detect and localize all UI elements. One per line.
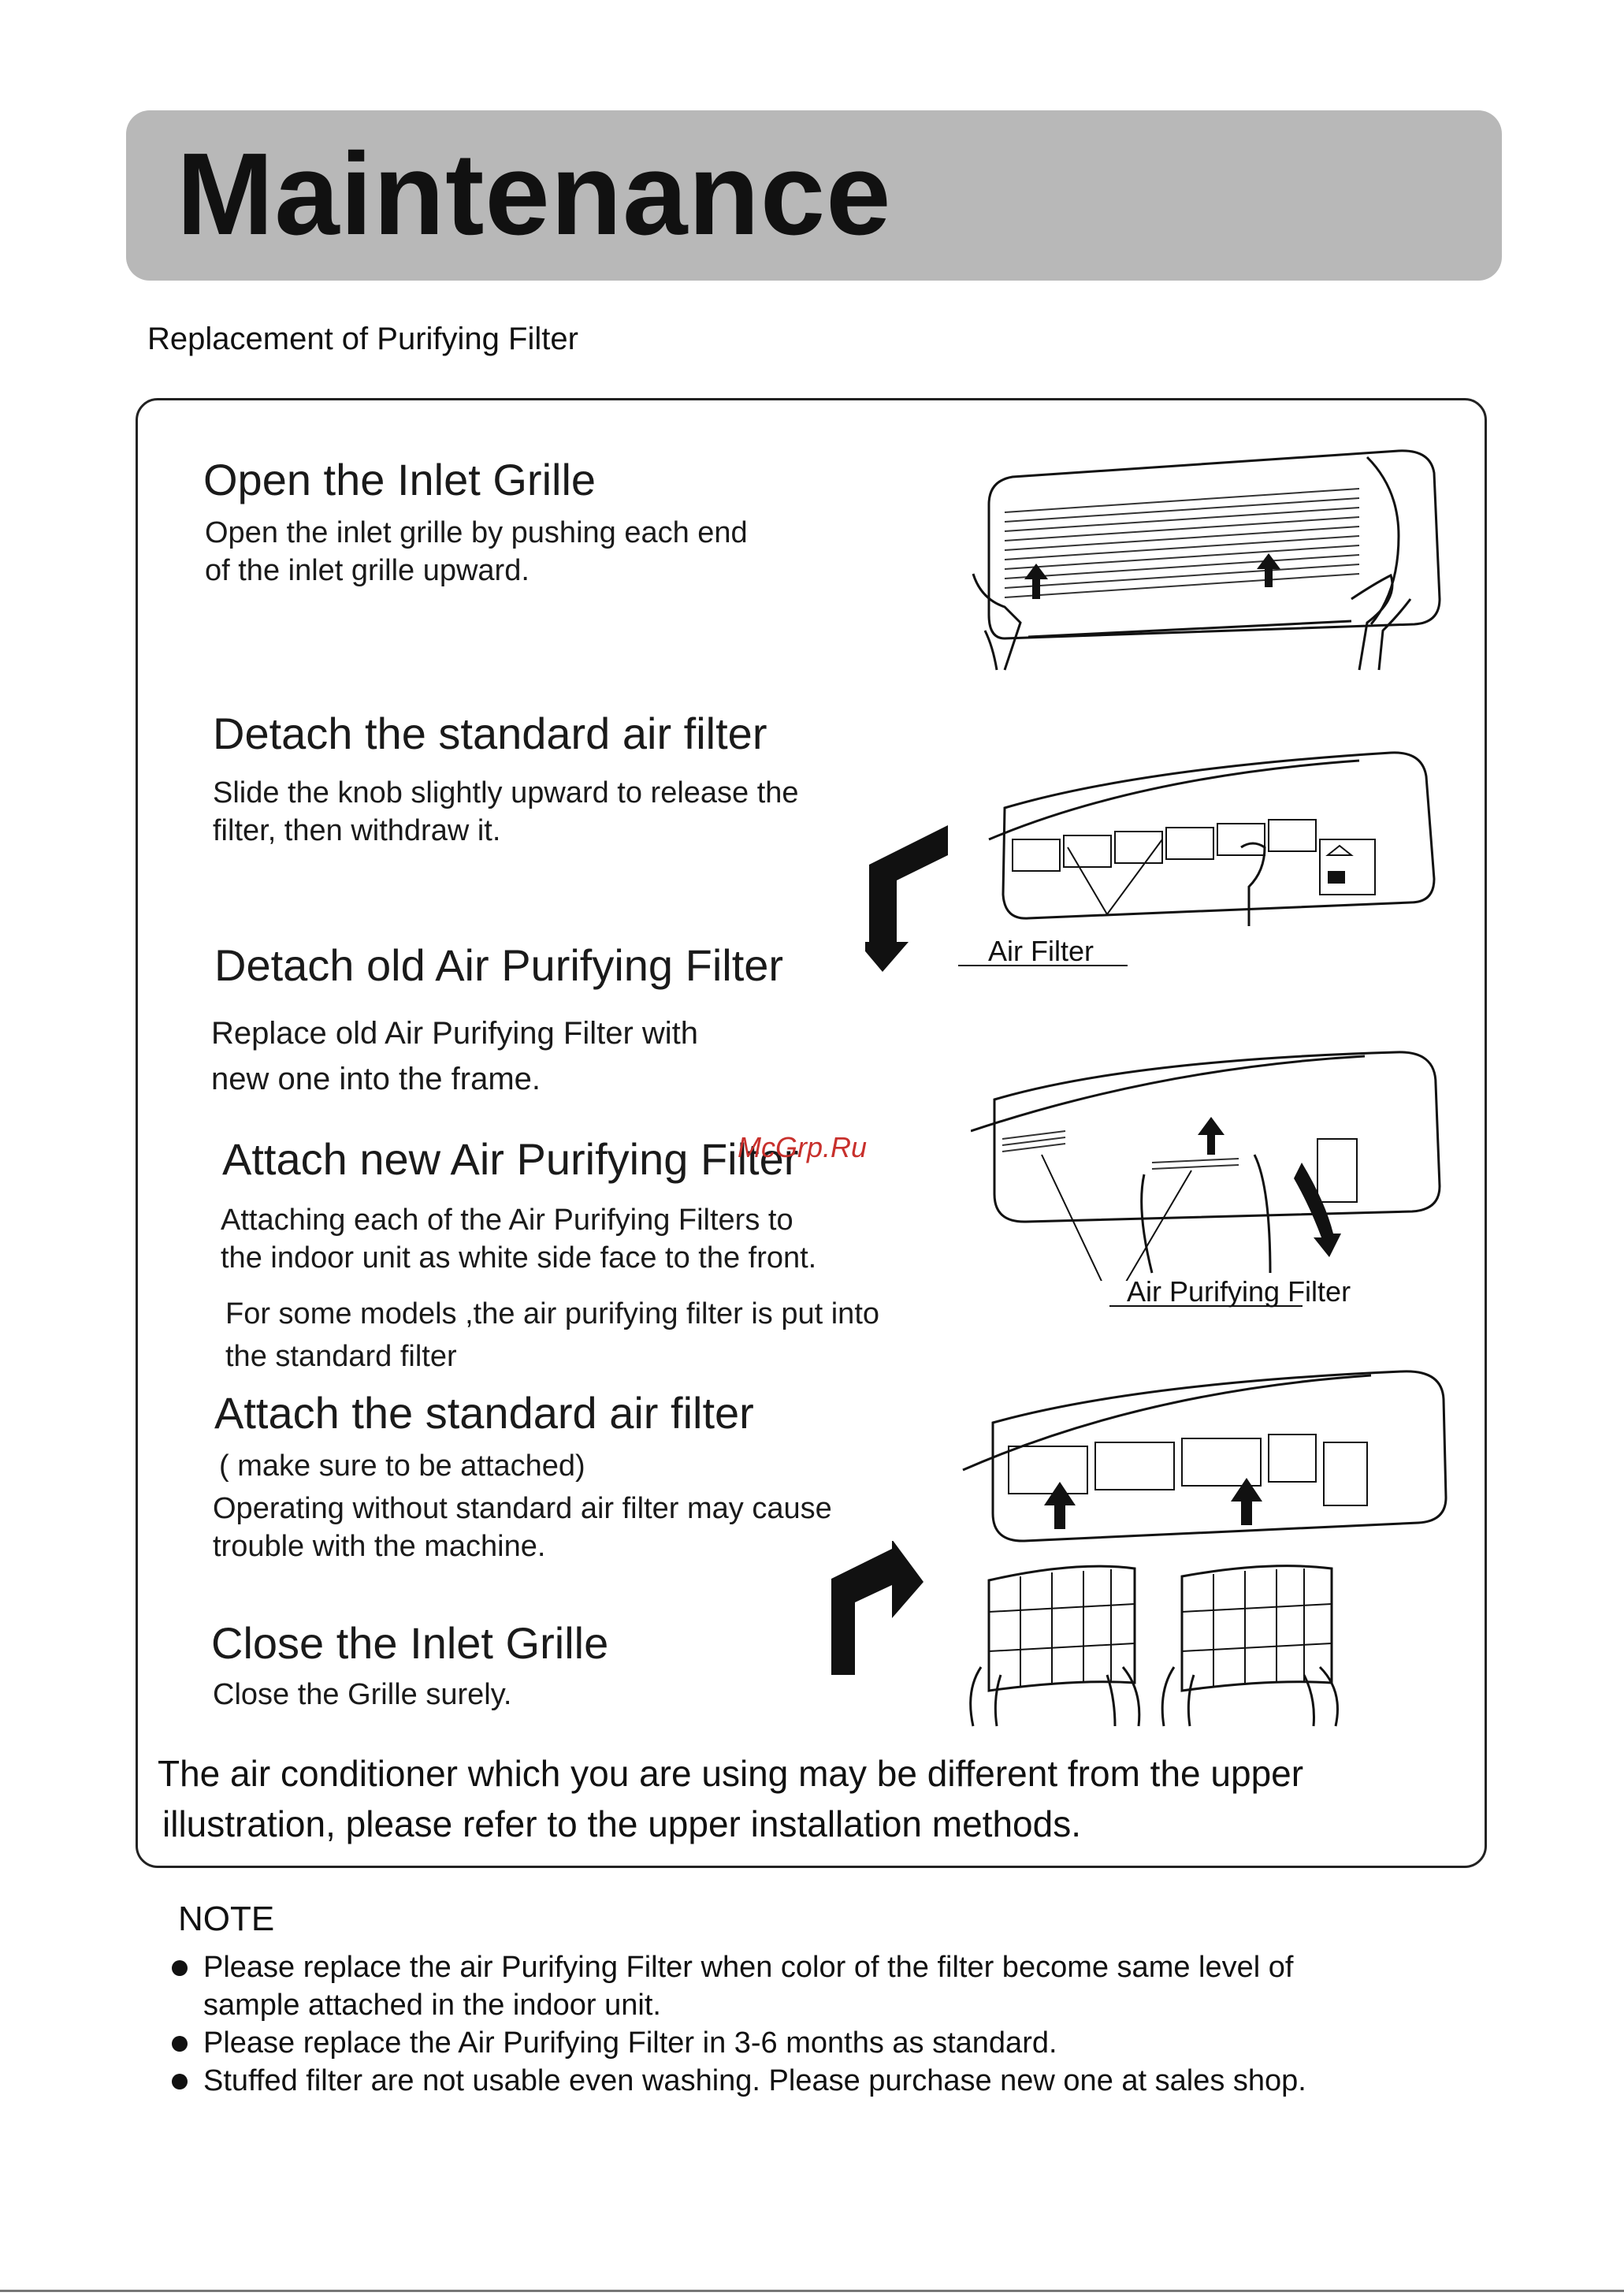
watermark-text: McGrp.Ru (738, 1131, 868, 1163)
note-item-3-line-1: Stuffed filter are not usable even washi… (203, 2064, 1306, 2097)
disclaimer-line-2: illustration, please refer to the upper … (162, 1803, 1081, 1844)
step-5-line-3: trouble with the machine. (213, 1530, 546, 1563)
steps-frame (136, 398, 1487, 1868)
step-1-body: Open the inlet grille by pushing each en… (205, 514, 748, 590)
arrow-down-icon (865, 824, 952, 973)
note-item: Please replace the Air Purifying Filter … (170, 2024, 1510, 2062)
step-1-line-2: of the inlet grille upward. (205, 554, 530, 587)
step-5-line-1: ( make sure to be attached) (219, 1449, 585, 1483)
note-item: Please replace the air Purifying Filter … (170, 1948, 1510, 2024)
note-item-2-line-1: Please replace the Air Purifying Filter … (203, 2026, 1057, 2060)
step-6-line-1: Close the Grille surely. (213, 1678, 512, 1711)
figure-attach-purifying-filter (971, 1044, 1444, 1281)
figure-filter-frames (957, 1565, 1446, 1730)
note-item-1-line-1: Please replace the air Purifying Filter … (203, 1951, 1294, 1984)
arrow-up-down-icon (827, 1541, 926, 1679)
step-5-title: Attach the standard air filter (214, 1388, 754, 1438)
note-item-1-line-2: sample attached in the indoor unit. (203, 1989, 661, 2022)
figure-detach-filter (981, 745, 1438, 934)
disclaimer: The air conditioner which you are using … (158, 1748, 1303, 1849)
air-purifying-filter-label: Air Purifying Filter (1127, 1275, 1351, 1308)
figure-attach-standard-filter (961, 1364, 1450, 1545)
note-item: Stuffed filter are not usable even washi… (170, 2062, 1510, 2100)
step-4-extra: For some models ,the air purifying filte… (225, 1293, 879, 1378)
step-4-line-1: Attaching each of the Air Purifying Filt… (221, 1204, 793, 1237)
step-3-line-2: new one into the frame. (211, 1062, 541, 1096)
step-6-title: Close the Inlet Grille (211, 1618, 609, 1668)
step-2-title: Detach the standard air filter (213, 709, 767, 758)
note-heading: NOTE (178, 1900, 275, 1938)
step-2-body: Slide the knob slightly upward to releas… (213, 774, 799, 850)
step-3-line-1: Replace old Air Purifying Filter with (211, 1016, 699, 1051)
purifying-filter-callout-line (1109, 1305, 1303, 1307)
step-3-body: Replace old Air Purifying Filter with ne… (211, 1010, 698, 1102)
step-5-body: Operating without standard air filter ma… (213, 1490, 832, 1565)
header-bar: Maintenance (126, 110, 1502, 281)
disclaimer-line-1: The air conditioner which you are using … (158, 1753, 1304, 1794)
step-1-title: Open the Inlet Grille (203, 455, 596, 504)
step-2-line-1: Slide the knob slightly upward to releas… (213, 776, 799, 809)
section-title: Replacement of Purifying Filter (147, 322, 578, 356)
bottom-rule (0, 2290, 1624, 2292)
step-3-title: Detach old Air Purifying Filter (214, 940, 784, 990)
step-4-extra-line-1: For some models ,the air purifying filte… (225, 1297, 880, 1330)
figure-open-grille (957, 441, 1446, 678)
step-5-line-2: Operating without standard air filter ma… (213, 1492, 832, 1525)
air-filter-callout-line (958, 965, 1128, 966)
note-list: Please replace the air Purifying Filter … (170, 1948, 1510, 2100)
step-1-line-1: Open the inlet grille by pushing each en… (205, 516, 748, 549)
step-4-body: Attaching each of the Air Purifying Filt… (221, 1201, 816, 1277)
step-2-line-2: filter, then withdraw it. (213, 814, 501, 847)
page-title: Maintenance (177, 129, 892, 259)
step-4-line-2: the indoor unit as white side face to th… (221, 1241, 817, 1275)
step-4-title: Attach new Air Purifying Filter (222, 1134, 799, 1184)
step-4-extra-line-2: the standard filter (225, 1340, 457, 1373)
air-filter-label: Air Filter (988, 935, 1094, 967)
